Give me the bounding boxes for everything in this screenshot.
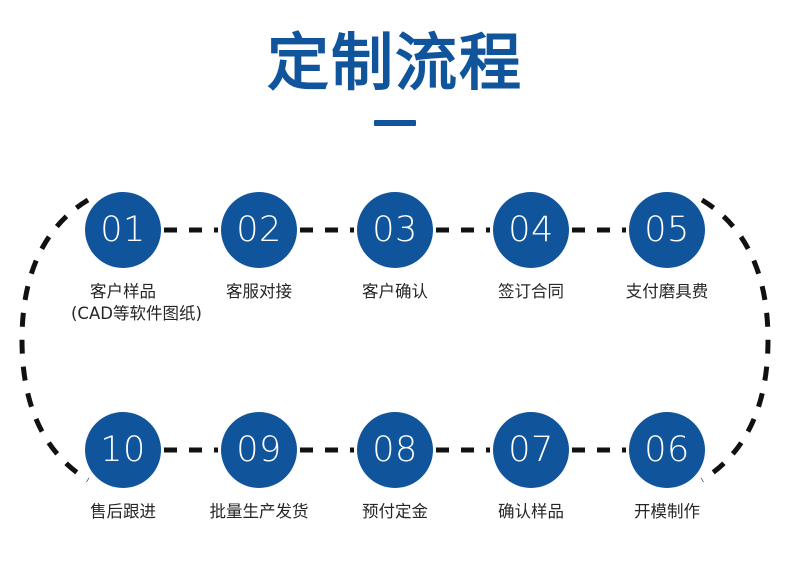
page-header: 定制流程 bbox=[0, 32, 790, 126]
flow-step-09[interactable]: 09 批量生产发货 bbox=[207, 412, 311, 523]
step-circle-09[interactable]: 09 bbox=[221, 412, 297, 488]
step-label-03: 客户确认 bbox=[362, 282, 428, 301]
step-circle-08[interactable]: 08 bbox=[357, 412, 433, 488]
step-number-05: 05 bbox=[644, 209, 690, 250]
step-label-06: 开模制作 bbox=[634, 502, 700, 521]
step-circle-01[interactable]: 01 bbox=[85, 192, 161, 268]
step-label-08: 预付定金 bbox=[362, 502, 428, 521]
step-circle-02[interactable]: 02 bbox=[221, 192, 297, 268]
step-sublabel-01: (CAD等软件图纸) bbox=[71, 304, 202, 324]
step-label-04: 签订合同 bbox=[498, 282, 564, 301]
step-number-02: 02 bbox=[236, 209, 282, 250]
page-title: 定制流程 bbox=[266, 26, 523, 99]
step-circle-04[interactable]: 04 bbox=[493, 192, 569, 268]
title-divider bbox=[374, 120, 416, 126]
flow-diagram: 01 客户样品 (CAD等软件图纸) 02 客服对接 03 客户确认 04 签订… bbox=[0, 160, 790, 560]
step-label-01: 客户样品 bbox=[90, 282, 156, 301]
step-circle-07[interactable]: 07 bbox=[493, 412, 569, 488]
flow-step-03[interactable]: 03 客户确认 bbox=[343, 192, 447, 303]
step-circle-03[interactable]: 03 bbox=[357, 192, 433, 268]
step-number-03: 03 bbox=[372, 209, 418, 250]
step-label-05: 支付磨具费 bbox=[625, 282, 709, 301]
flow-connectors bbox=[19, 197, 771, 483]
step-circle-05[interactable]: 05 bbox=[629, 192, 705, 268]
step-label-07: 确认样品 bbox=[498, 502, 564, 521]
step-circle-06[interactable]: 06 bbox=[629, 412, 705, 488]
flow-step-01[interactable]: 01 客户样品 (CAD等软件图纸) bbox=[71, 192, 202, 326]
left-arc-connector bbox=[19, 197, 90, 483]
step-number-09: 09 bbox=[236, 429, 282, 470]
step-number-07: 07 bbox=[508, 429, 554, 470]
flow-step-04[interactable]: 04 签订合同 bbox=[479, 192, 583, 303]
flow-step-08[interactable]: 08 预付定金 bbox=[343, 412, 447, 523]
step-label-02: 客服对接 bbox=[226, 282, 292, 301]
step-number-06: 06 bbox=[644, 429, 690, 470]
step-label-10: 售后跟进 bbox=[90, 502, 156, 521]
step-number-08: 08 bbox=[372, 429, 418, 470]
flow-step-10[interactable]: 10 售后跟进 bbox=[71, 412, 175, 523]
step-circle-10[interactable]: 10 bbox=[85, 412, 161, 488]
step-label-09: 批量生产发货 bbox=[209, 502, 309, 521]
step-number-01: 01 bbox=[100, 209, 146, 250]
right-arc-connector bbox=[700, 197, 771, 483]
flow-step-05[interactable]: 05 支付磨具费 bbox=[615, 192, 719, 303]
step-number-04: 04 bbox=[508, 209, 554, 250]
flow-step-07[interactable]: 07 确认样品 bbox=[479, 412, 583, 523]
flow-step-06[interactable]: 06 开模制作 bbox=[615, 412, 719, 523]
flow-step-02[interactable]: 02 客服对接 bbox=[207, 192, 311, 303]
step-number-10: 10 bbox=[100, 429, 146, 470]
